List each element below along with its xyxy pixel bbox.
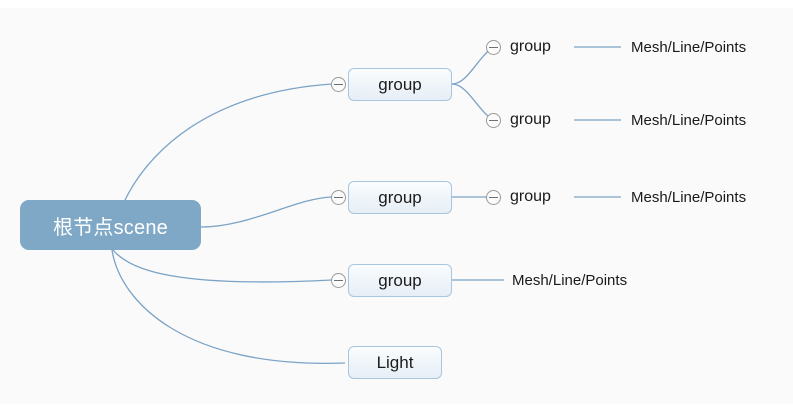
leaf-branch-1-child-2[interactable]: Mesh/Line/Points	[631, 110, 781, 130]
leaf-branch-1-child-2-label: Mesh/Line/Points	[631, 111, 747, 129]
branch-1-child-2[interactable]: group	[510, 109, 580, 131]
toggle-branch-3[interactable]	[331, 273, 346, 288]
toggle-branch-1[interactable]	[331, 77, 346, 92]
branch-node-4[interactable]: Light	[348, 346, 442, 379]
branch-1-child-1[interactable]: group	[510, 36, 580, 58]
branch-node-2[interactable]: group	[348, 181, 452, 214]
branch-node-1[interactable]: group	[348, 68, 452, 101]
leaf-branch-3-child-1[interactable]: Mesh/Line/Points	[512, 270, 672, 290]
branch-node-1-label: group	[378, 74, 422, 94]
edge-root-to-branch-2	[200, 196, 333, 228]
branch-node-3[interactable]: group	[348, 264, 452, 297]
branch-1-child-2-label: group	[510, 111, 551, 128]
root-node[interactable]: 根节点scene	[20, 200, 201, 250]
leaf-branch-1-child-1-label: Mesh/Line/Points	[631, 38, 747, 56]
leaf-branch-2-child-1[interactable]: Mesh/Line/Points	[631, 187, 781, 207]
branch-node-4-label: Light	[376, 352, 414, 372]
toggle-branch-1-child-1[interactable]	[486, 40, 501, 55]
edge-root-to-branch-3	[112, 249, 333, 283]
branch-node-2-label: group	[378, 187, 422, 207]
branch-1-child-1-label: group	[510, 38, 551, 55]
toggle-branch-2[interactable]	[331, 190, 346, 205]
leaf-branch-1-child-1[interactable]: Mesh/Line/Points	[631, 37, 781, 57]
leaf-branch-2-child-1-label: Mesh/Line/Points	[631, 188, 747, 206]
edge-root-to-branch-4	[111, 249, 346, 364]
leaf-branch-3-child-1-label: Mesh/Line/Points	[512, 271, 628, 289]
toggle-branch-2-child-1[interactable]	[486, 190, 501, 205]
toggle-branch-1-child-2[interactable]	[486, 113, 501, 128]
branch-2-child-1-label: group	[510, 188, 551, 205]
branch-2-child-1[interactable]: group	[510, 186, 580, 208]
branch-node-3-label: group	[378, 270, 422, 290]
root-node-label: 根节点scene	[53, 216, 168, 239]
